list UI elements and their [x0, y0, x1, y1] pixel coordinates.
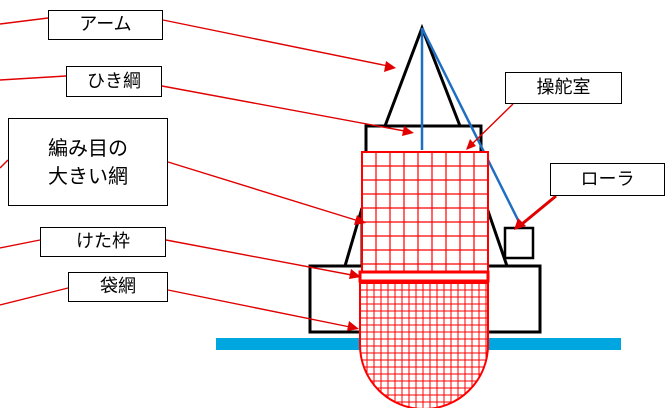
arrowhead-arm	[384, 61, 396, 72]
label-bag-net: 袋網	[68, 272, 168, 302]
arrowhead-rope	[402, 126, 414, 136]
bag-net-outline	[359, 282, 489, 408]
leader-roller	[521, 194, 557, 226]
label-arm: アーム	[48, 10, 163, 40]
leader-arm-left	[0, 17, 49, 25]
label-tow-rope: ひき綱	[66, 66, 162, 97]
leader-net	[167, 161, 363, 223]
label-bag-net-text: 袋網	[100, 276, 136, 297]
coarse-net-border	[361, 151, 489, 273]
bag-net-mesh	[360, 283, 488, 408]
label-roller: ローラ	[550, 163, 665, 196]
leader-wheelhouse	[469, 103, 514, 147]
arrowhead-wheelhouse	[466, 139, 476, 150]
roller-block	[503, 226, 535, 260]
leader-frame	[165, 239, 358, 277]
label-beam-frame-text: けた枠	[76, 231, 130, 252]
label-coarse-net-line2: 大きい網	[48, 164, 128, 188]
label-tow-rope-text: ひき綱	[87, 70, 141, 92]
leader-rope-left	[0, 75, 67, 81]
leader-bag	[167, 289, 356, 329]
label-roller-text: ローラ	[580, 168, 635, 190]
label-coarse-net: 編み目の 大きい網	[8, 118, 168, 206]
leader-frame-left	[0, 239, 41, 249]
arrowhead-bag	[347, 321, 359, 331]
label-wheelhouse: 操舵室	[505, 72, 622, 104]
arrowhead-frame	[349, 269, 361, 279]
beam-frame	[358, 270, 490, 283]
label-arm-text: アーム	[79, 14, 132, 35]
arrowhead-roller	[514, 218, 526, 230]
leader-bag-left	[0, 287, 69, 306]
leader-net-left	[0, 159, 9, 169]
label-beam-frame: けた枠	[40, 227, 166, 257]
label-coarse-net-line1: 編み目の	[48, 136, 128, 160]
tow-rope-roller	[420, 27, 524, 229]
arrowhead-net	[354, 215, 366, 225]
coarse-mesh-net	[361, 151, 489, 273]
leader-rope	[161, 85, 411, 133]
hull-lower-right	[482, 264, 542, 334]
label-wheelhouse-text: 操舵室	[536, 77, 591, 98]
hull-mid-left	[342, 207, 364, 268]
leader-arm	[162, 19, 389, 67]
